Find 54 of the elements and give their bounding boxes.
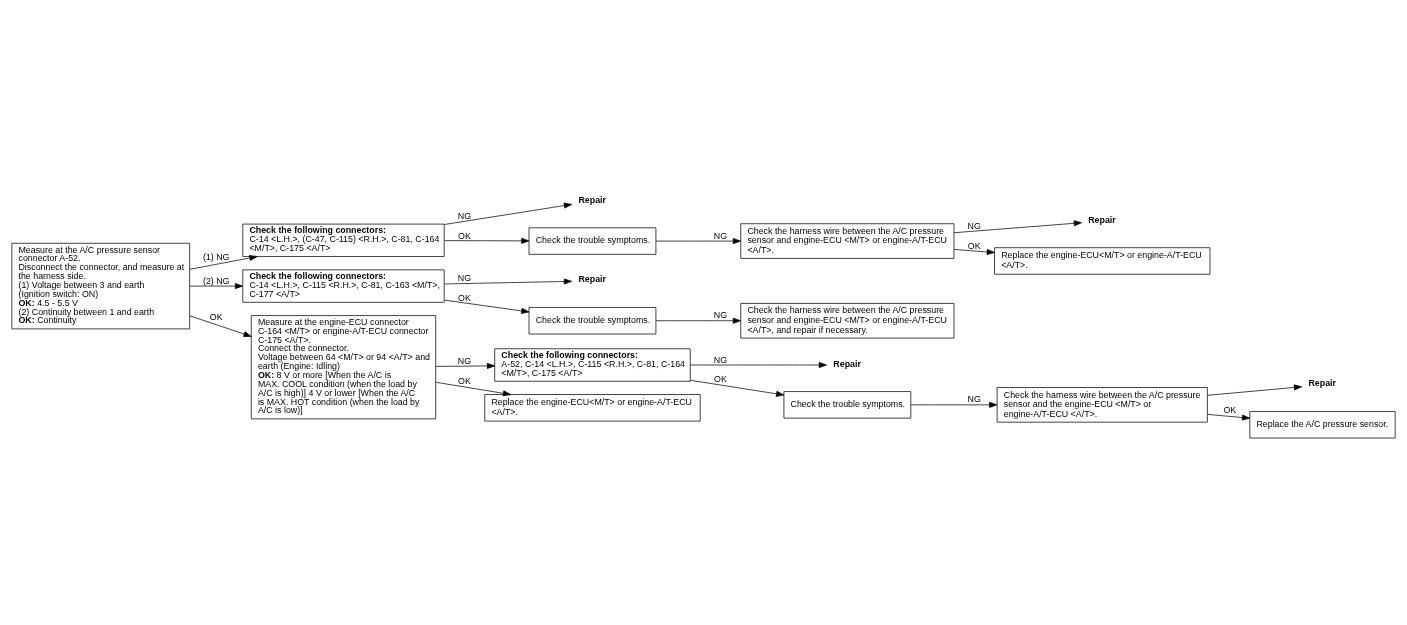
node-box: Replace the engine-ECU<M/T> or engine-A/T-ECU <A/T>. — [484, 393, 701, 421]
arrow — [953, 248, 995, 255]
arrow — [690, 361, 827, 368]
edge-label: OK — [458, 375, 471, 386]
node-box: Measure at the A/C pressure sensor connector A-52. Disconnect the connector, and measure at the harness side. (1) Voltage between 3 and earth (Ignition switch: ON) OK: 4.5 - 5.5 V (2) Continuity between 1 and earth OK: Continuity — [11, 242, 191, 329]
edge-label: OK — [209, 311, 223, 322]
edge-label: OK — [967, 240, 981, 251]
edge-label: NG — [457, 355, 472, 366]
edge-label: NG — [713, 309, 728, 320]
edge-label: OK — [458, 230, 471, 241]
node-text: Repair — [578, 273, 606, 284]
arrow — [1207, 413, 1251, 420]
edge-label: OK — [714, 373, 727, 384]
arrow — [655, 237, 741, 244]
edge-label: NG — [967, 220, 981, 231]
node-box: Check the trouble symptoms. — [528, 306, 657, 334]
arrow — [444, 202, 572, 225]
edge-label: NG — [457, 210, 472, 221]
edge-label: NG — [967, 393, 981, 404]
edge-label: (2) NG — [202, 275, 230, 286]
node-box: Check the harness wire between the A/C pressure sensor and engine-ECU <M/T> or engine-A/T-ECU <A/T>. — [740, 222, 955, 259]
edge-label: OK — [458, 292, 471, 303]
node-text: Repair — [578, 194, 606, 205]
edge-label: NG — [713, 230, 728, 241]
node-box: Replace the engine-ECU<M/T> or engine-A/T-ECU <A/T>. — [994, 246, 1211, 275]
arrow — [910, 401, 998, 408]
node-box: Check the harness wire between the A/C pressure sensor and the engine-ECU <M/T> or engine-A/T-ECU <A/T>. — [996, 386, 1208, 423]
arrow — [189, 254, 258, 270]
edge-label: (1) NG — [202, 251, 230, 262]
node-box: Check the following connectors: A-52, C-14 <L.H.>, C-115 <R.H.>, C-81, C-164 <M/T>, C-175 <A/T> — [494, 347, 691, 382]
arrow — [444, 237, 530, 244]
node-box: Replace the A/C pressure sensor. — [1249, 410, 1396, 438]
arrow — [189, 282, 244, 289]
node-text: Repair — [1308, 377, 1336, 388]
edge-label: OK — [1223, 404, 1237, 415]
arrow — [189, 314, 252, 337]
node-box: Check the following connectors: C-14 <L.H.>, (C-47, C-115) <R.H.>, C-81, C-164 <M/T>, C-175 <A/T> — [242, 223, 445, 257]
node-box: Check the harness wire between the A/C pressure sensor and engine-ECU <M/T> or engine-A/T-ECU <A/T>, and repair if necessary. — [740, 302, 955, 338]
arrow — [953, 219, 1082, 233]
arrow — [435, 381, 512, 396]
node-text: Repair — [1088, 214, 1116, 225]
arrow — [1207, 384, 1302, 396]
node-box: Check the following connectors: C-14 <L.H.>, C-115 <R.H.>, C-81, C-163 <M/T>, C-177 <A/T> — [242, 268, 445, 303]
arrow — [690, 379, 785, 397]
arrow — [444, 278, 572, 284]
arrow — [655, 317, 741, 324]
arrow — [435, 362, 496, 369]
edge-label: NG — [713, 354, 728, 364]
arrow — [444, 299, 530, 314]
node-box: Measure at the engine-ECU connector C-164 <M/T> or engine-A/T-ECU connector C-175 <A/T>. Connect the connector. Voltage between 64 <M/T> or 94 <A/T> and earth (Engine: Idling) OK: 8 V or more [When the A/C is MAX. COOL condition (when the load by A/C is high)] 4 V or lower [When the A/C is MAX. HOT condition (when the load by A/C is low)] — [250, 314, 437, 419]
node-text: Repair — [833, 358, 861, 369]
node-box: Check the trouble symptoms. — [783, 390, 912, 418]
edge-label: NG — [457, 272, 472, 283]
node-box: Check the trouble symptoms. — [528, 226, 657, 255]
